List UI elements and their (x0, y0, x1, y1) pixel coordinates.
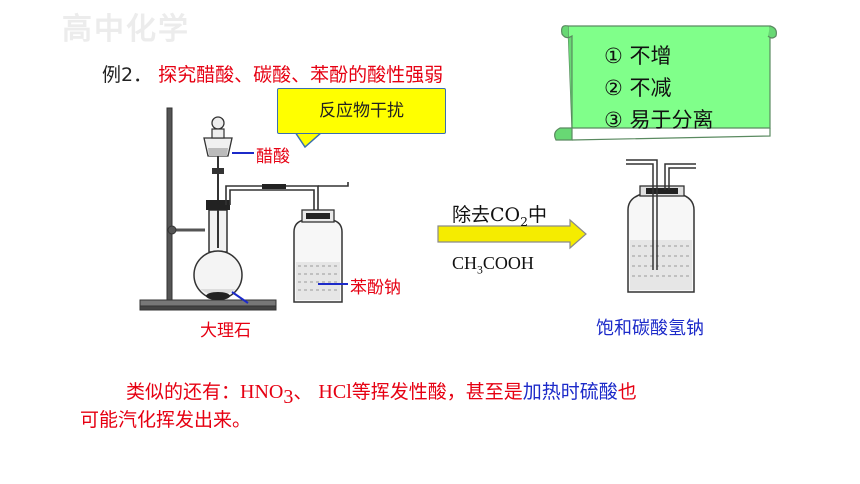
principles-scroll (554, 25, 777, 141)
paragraph-hno-sub: 3 (283, 385, 294, 408)
arrow-bottom-prefix: CH (452, 253, 478, 273)
marble-label: 大理石 (200, 321, 251, 341)
arrow-impurity-label: CH3COOH (452, 253, 534, 277)
watermark: 高中化学 (62, 12, 190, 47)
arrow-top-prefix: 除去CO (452, 204, 521, 226)
iron-stand (139, 107, 277, 311)
principle-no-add: ① 不增 (604, 44, 672, 68)
paragraph-part1: 类似的还有： (126, 381, 241, 403)
paragraph-part2: 、 (293, 381, 319, 403)
principle-easy-separate: ③ 易于分离 (604, 108, 714, 132)
callout-tail (293, 131, 324, 149)
arrow-bottom-suffix: COOH (482, 253, 534, 273)
example-topic: 探究醋酸、碳酸、苯酚的酸性强弱 (158, 64, 444, 86)
paragraph-heated-sulfuric: 加热时硫酸 (522, 381, 618, 403)
acetic-acid-label: 醋酸 (256, 147, 290, 167)
separatory-funnel (203, 116, 233, 248)
principle-no-reduce: ② 不减 (604, 76, 672, 100)
arrow-purpose-label: 除去CO2中 (452, 200, 547, 229)
paragraph-line-1: 类似的还有：HNO3、 HCl等挥发性酸，甚至是加热时硫酸也 (80, 378, 820, 411)
paragraph-part4: 也 (617, 381, 637, 403)
wash-bottle (626, 159, 696, 293)
arrow-bottom-sub: 3 (477, 263, 483, 277)
example-title: 例2． 探究醋酸、碳酸、苯酚的酸性强弱 (102, 60, 443, 87)
paragraph-line-2: 可能汽化挥发出来。 (80, 409, 252, 431)
phenolate-label: 苯酚钠 (350, 278, 401, 298)
example-number: 例2． (102, 64, 153, 86)
phenolate-bottle (293, 209, 343, 303)
paragraph-hcl: HCl (318, 381, 352, 403)
arrow-top-suffix: 中 (527, 204, 547, 226)
wash-bottle-label: 饱和碳酸氢钠 (596, 318, 704, 339)
paragraph-hno: HNO (240, 381, 284, 403)
arrow-top-sub: 2 (520, 214, 528, 229)
process-arrow (437, 218, 587, 250)
interference-callout: 反应物干扰 (277, 88, 446, 134)
paragraph-part3: 等挥发性酸，甚至是 (351, 381, 523, 403)
marble-pointer (231, 291, 249, 304)
